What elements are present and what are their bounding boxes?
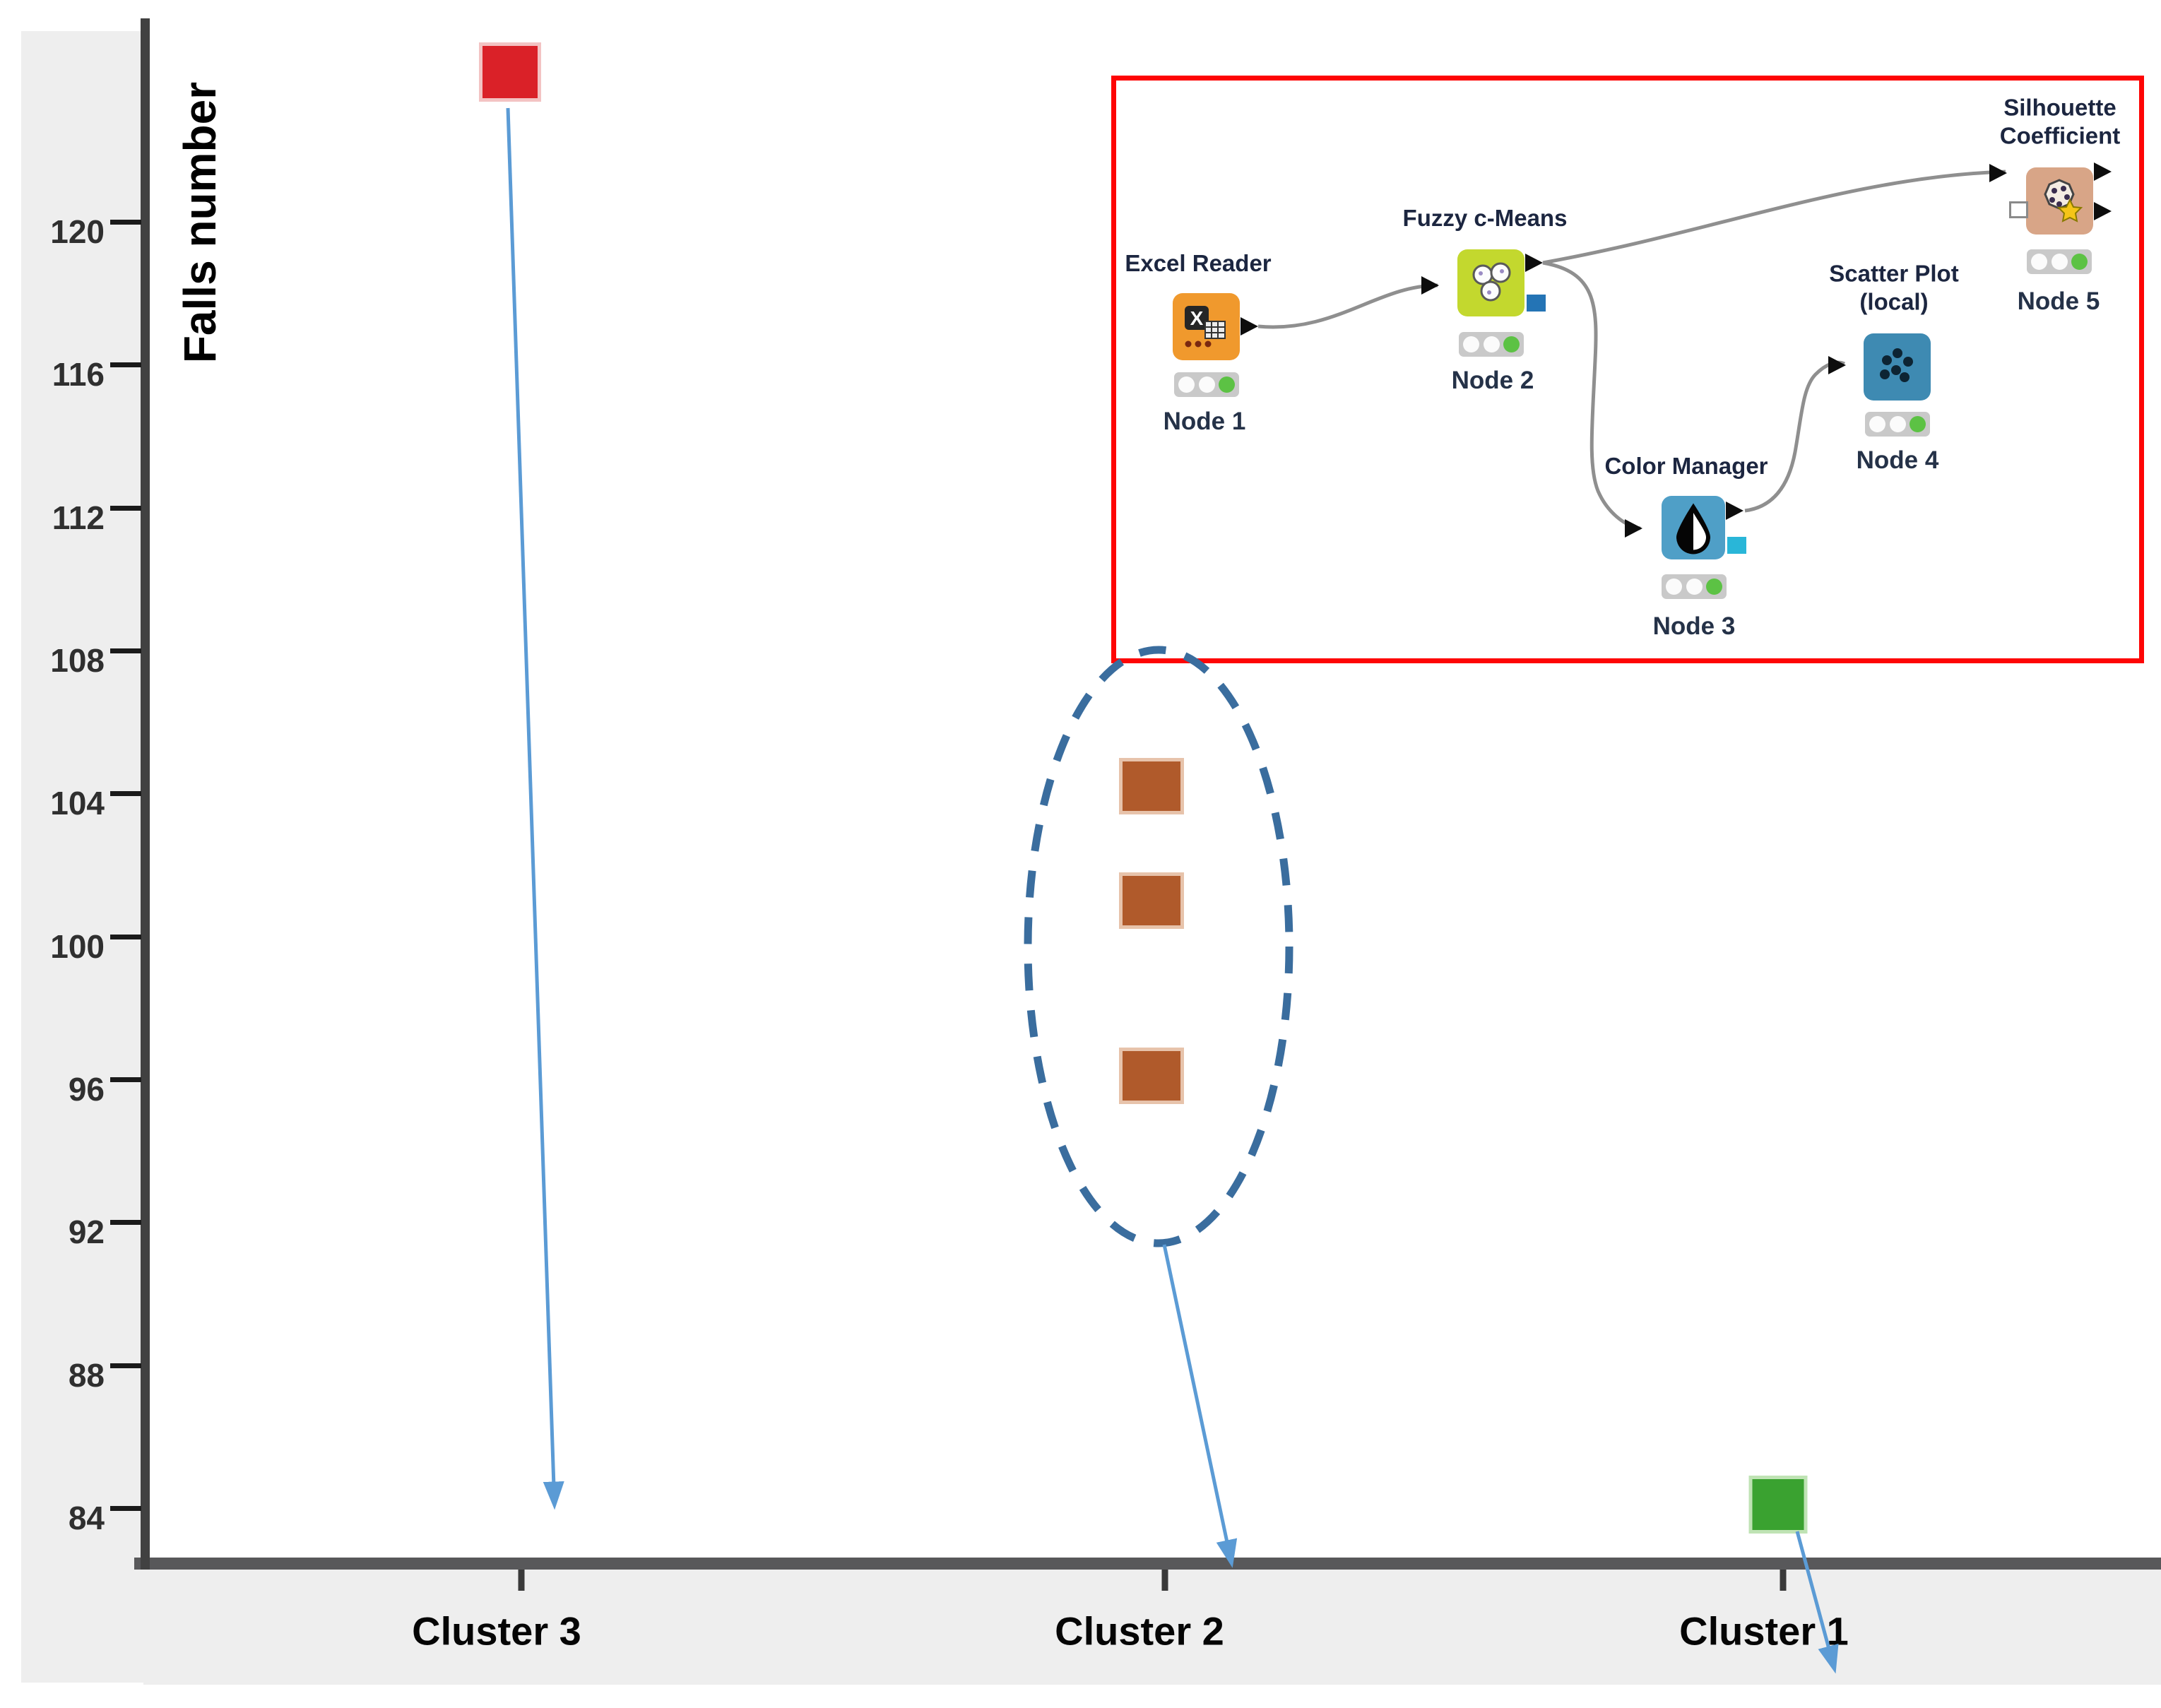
output-port-icon (1525, 254, 1543, 272)
node-name-label: Node 1 (1163, 408, 1246, 435)
y-tick-line (110, 1220, 141, 1226)
cluster2-dashed-ellipse (1024, 646, 1293, 1247)
node-name-label: Node 5 (2017, 287, 2100, 315)
status-executed-icon (1910, 416, 1926, 432)
y-tick-line (110, 505, 141, 511)
y-tick-label: 96 (68, 1071, 105, 1108)
data-point-cluster-3 (479, 42, 541, 102)
data-point-cluster-2 (1119, 872, 1184, 930)
output-port-icon (1726, 502, 1743, 520)
status-configured-icon (1889, 416, 1906, 432)
y-tick-label: 100 (50, 927, 105, 965)
node-title-fuzzy-cmeans: Fuzzy c-Means (1402, 205, 1568, 232)
status-executed-icon (2071, 254, 2088, 270)
status-executed-icon (1503, 336, 1520, 352)
x-tick-line (1161, 1570, 1168, 1591)
status-configured-icon (1686, 579, 1703, 595)
y-tick-label: 104 (50, 785, 105, 822)
node-scatter-plot (1864, 333, 1931, 401)
status-idle-icon (2030, 254, 2047, 270)
node-title-excel-reader: Excel Reader (1125, 250, 1272, 277)
node-fuzzy-cmeans (1457, 249, 1524, 316)
model-port-icon (1527, 295, 1546, 312)
y-axis-band (21, 31, 143, 1683)
status-executed-icon (1219, 376, 1236, 393)
y-tick-line (110, 1506, 141, 1511)
y-tick-label: 92 (68, 1214, 105, 1251)
x-tick-line (1780, 1570, 1787, 1591)
color-drop-icon (1676, 503, 1710, 554)
output-port-icon (2094, 202, 2112, 220)
status-idle-icon (1462, 336, 1479, 352)
status-idle-icon (1178, 376, 1195, 393)
node-title-color-manager: Color Manager (1604, 453, 1768, 480)
status-configured-icon (2051, 254, 2068, 270)
node-color-manager (1662, 496, 1725, 559)
output-port-icon (2094, 162, 2112, 181)
status-configured-icon (1483, 336, 1500, 352)
workflow-inset-frame (1111, 76, 2144, 663)
y-tick-label: 88 (68, 1356, 105, 1394)
input-port-icon (1421, 276, 1439, 295)
wire-node2-node5 (1542, 170, 2006, 265)
y-tick-line (110, 934, 141, 939)
node-name-label: Node 2 (1451, 367, 1534, 394)
output-port-icon (1241, 317, 1258, 336)
y-tick-line (110, 1077, 141, 1083)
y-tick-line (110, 362, 141, 368)
wire-node3-node4 (1744, 360, 1846, 513)
traffic-light-node3 (1662, 574, 1727, 599)
input-port-icon (1989, 164, 2007, 182)
svg-text:X: X (1190, 307, 1204, 329)
y-tick-label: 116 (52, 356, 105, 393)
wire-node2-node3 (1542, 261, 1641, 530)
node-excel-reader: X (1173, 293, 1240, 360)
node-name-label: Node 4 (1856, 446, 1939, 474)
status-executed-icon (1706, 579, 1723, 595)
status-idle-icon (1665, 579, 1682, 595)
wire-node1-node2 (1257, 283, 1438, 329)
traffic-light-node2 (1459, 332, 1524, 357)
arrow-ellipse-to-axis (1162, 1244, 1238, 1568)
input-port-icon (1625, 519, 1642, 538)
x-axis-label-cluster-2: Cluster 2 (1055, 1608, 1224, 1654)
traffic-light-node4 (1865, 412, 1930, 437)
cluster-circles-icon (1472, 262, 1511, 302)
data-point-cluster-2 (1119, 758, 1184, 815)
x-axis-label-cluster-3: Cluster 3 (412, 1608, 581, 1654)
traffic-light-node5 (2027, 249, 2092, 274)
arrow-cluster3-to-axis (506, 107, 564, 1510)
y-tick-line (110, 1363, 141, 1368)
scatter-dots-icon (1880, 348, 1913, 382)
y-axis-line (141, 18, 150, 1570)
status-configured-icon (1198, 376, 1215, 393)
input-port-icon (1828, 356, 1846, 374)
y-tick-label: 112 (52, 499, 105, 536)
x-tick-line (518, 1570, 525, 1591)
y-tick-line (110, 648, 141, 654)
data-point-cluster-2 (1119, 1047, 1184, 1104)
traffic-light-node1 (1174, 372, 1239, 397)
y-tick-label: 120 (50, 213, 105, 251)
palette-star-icon (2044, 179, 2083, 223)
arrow-cluster1-to-label (1795, 1531, 1839, 1674)
data-point-cluster-1 (1748, 1475, 1808, 1534)
y-tick-line (110, 791, 141, 797)
y-tick-label: 108 (50, 642, 105, 680)
x-axis-line (134, 1558, 2161, 1570)
node-title-silhouette: Silhouette Coefficient (1999, 94, 2121, 148)
node-silhouette-coefficient (2026, 167, 2093, 235)
node-title-scatter-plot: Scatter Plot (local) (1829, 260, 1959, 314)
y-tick-line (110, 220, 141, 225)
node-name-label: Node 3 (1652, 612, 1736, 640)
excel-table-icon: X (1185, 306, 1226, 348)
y-tick-label: 84 (68, 1500, 105, 1536)
color-port-icon (1727, 537, 1746, 554)
status-idle-icon (1869, 416, 1885, 432)
optional-input-port-icon (2009, 201, 2028, 218)
